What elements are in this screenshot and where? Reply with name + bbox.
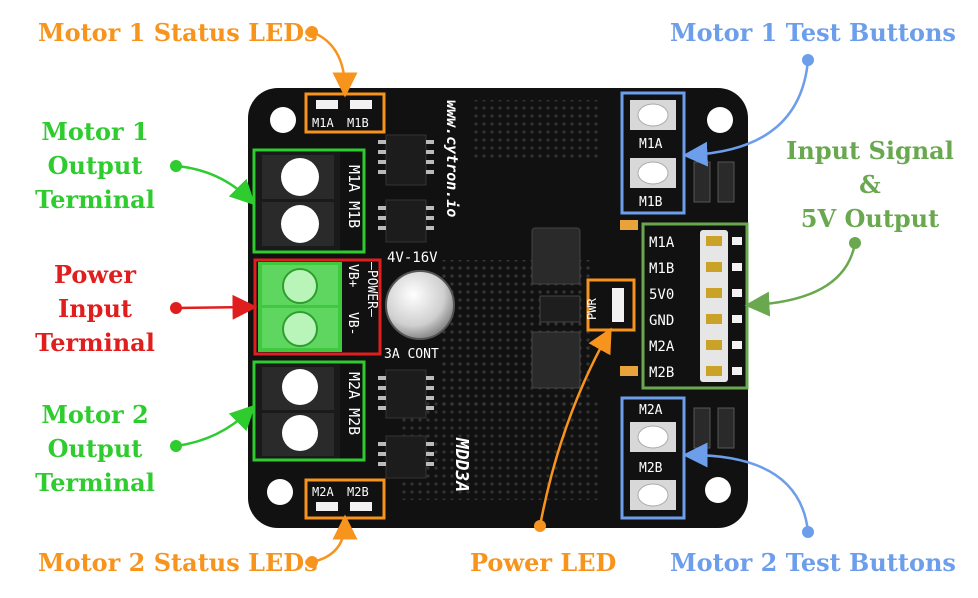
- terminal-block-m2: [256, 364, 340, 460]
- label-m1-output-terminal: Motor 1 Output Terminal: [20, 115, 170, 217]
- mount-hole-br: [705, 477, 731, 503]
- header-pin-3: 5V0: [649, 287, 742, 303]
- label-input-signal-output: Input Signal & 5V Output: [770, 134, 970, 236]
- label-m1-test-buttons: Motor 1 Test Buttons: [670, 18, 956, 47]
- vb-plus-label: VB+: [345, 264, 360, 288]
- button-label-m1b: M1B: [639, 195, 663, 210]
- label-input-line1: Input Signal: [786, 136, 954, 165]
- regulator-ic-1: [531, 227, 581, 285]
- label-m2-output-line1: Motor 2: [41, 400, 149, 429]
- label-m1-output-line3: Terminal: [35, 185, 155, 214]
- smd-cap-amber: [620, 220, 638, 230]
- website-text: www.cytron.io: [443, 100, 461, 217]
- mount-hole-bl: [267, 479, 293, 505]
- label-power-led: Power LED: [470, 548, 617, 577]
- label-power-line1: Power: [54, 260, 136, 289]
- label-m2-output-terminal: Motor 2 Output Terminal: [20, 398, 170, 500]
- diode-3: [693, 407, 711, 449]
- m1-test-buttons: M1A M1B: [620, 91, 686, 215]
- driver-ic-4: [378, 435, 434, 479]
- pin-label-1: M1A: [649, 235, 675, 251]
- pin-label-2: M1B: [649, 261, 674, 277]
- smd-cap-amber-2: [620, 366, 638, 376]
- leader-arrows: [170, 26, 861, 568]
- pin-label-5: M2A: [649, 339, 675, 355]
- driver-ic-1: [378, 134, 434, 186]
- pin-label-4: GND: [649, 313, 674, 329]
- label-m1-output-line1: Motor 1: [41, 117, 149, 146]
- button-label-m2a: M2A: [639, 403, 663, 418]
- terminal-block-power: [258, 262, 342, 352]
- label-m2-test-buttons: Motor 2 Test Buttons: [670, 548, 956, 577]
- diode-1: [693, 161, 711, 203]
- label-m2-output-line3: Terminal: [35, 468, 155, 497]
- label-power-line3: Terminal: [35, 328, 155, 357]
- regulator-ic-3: [539, 295, 581, 323]
- label-input-line2: &: [859, 170, 881, 199]
- terminal-block-m1: [256, 152, 340, 250]
- label-m2-status-leds: Motor 2 Status LEDs: [38, 548, 318, 577]
- button-label-m2b: M2B: [639, 461, 663, 476]
- model-text: MDD3A: [451, 437, 472, 492]
- header-pin-6: M2B: [649, 365, 742, 381]
- diode-4: [717, 407, 735, 449]
- power-label: —POWER—: [364, 262, 379, 317]
- label-m1-status-leds: Motor 1 Status LEDs: [38, 18, 318, 47]
- voltage-range-text: 4V-16V: [387, 250, 438, 266]
- header-pin-5: M2A: [649, 339, 742, 355]
- header-pin-1: M1A: [649, 235, 742, 251]
- pin-label-6: M2B: [649, 365, 674, 381]
- mount-hole-tr: [707, 107, 733, 133]
- led-label-m1a: M1A: [312, 116, 334, 130]
- led-label-m1b: M1B: [347, 116, 369, 130]
- label-m2-output-line2: Output: [47, 434, 143, 463]
- label-power-line2: Input: [58, 294, 132, 323]
- current-rating-text: 3A CONT: [384, 347, 439, 362]
- input-signal-header: M1A M1B 5V0 GND M2A M2B: [641, 222, 749, 390]
- pin-label-3: 5V0: [649, 287, 674, 303]
- regulator-ic-2: [531, 331, 581, 389]
- button-label-m1a: M1A: [639, 137, 663, 152]
- led-label-m2a: M2A: [312, 485, 334, 499]
- terminal-m2-label: M2A M2B: [345, 372, 363, 435]
- m2-status-leds: M2A M2B: [304, 478, 386, 520]
- driver-ic-2: [378, 199, 434, 243]
- mount-hole-tl: [270, 107, 296, 133]
- driver-ic-3: [378, 369, 434, 419]
- label-power-input-terminal: Power Input Terminal: [20, 258, 170, 360]
- terminal-m1-label: M1A M1B: [345, 165, 363, 228]
- header-pin-2: M1B: [649, 261, 742, 277]
- vb-minus-label: VB-: [345, 312, 360, 335]
- header-pin-4: GND: [649, 313, 742, 329]
- label-input-line3: 5V Output: [800, 204, 940, 233]
- electrolytic-capacitor: [385, 270, 455, 340]
- label-m1-output-line2: Output: [47, 151, 143, 180]
- led-label-m2b: M2B: [347, 485, 369, 499]
- pwr-label: PWR: [585, 298, 599, 320]
- diode-2: [717, 161, 735, 203]
